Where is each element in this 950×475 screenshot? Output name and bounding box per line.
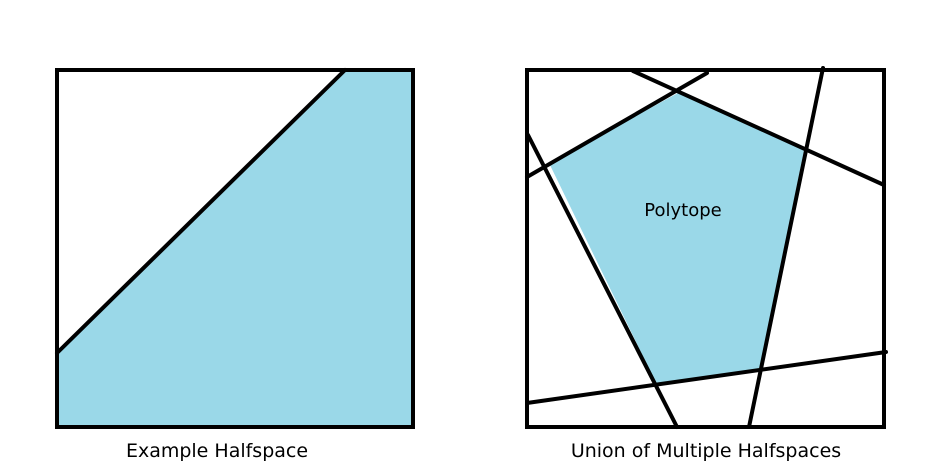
polytope-panel: [525, 66, 888, 429]
polytope-label: Polytope: [644, 200, 722, 221]
polytope-caption: Union of Multiple Halfspaces: [570, 440, 842, 462]
boundary-line-3: [526, 133, 679, 429]
boundary-line-4: [747, 66, 825, 429]
polytope-region: [549, 93, 804, 383]
halfspace-frame: [55, 68, 415, 429]
halfspace-boundary-line: [55, 68, 347, 355]
halfspace-panel: [55, 68, 415, 429]
halfspace-region: [57, 70, 413, 427]
boundary-line-5: [525, 350, 888, 405]
halfspace-caption: Example Halfspace: [125, 440, 309, 462]
polytope-frame: [525, 68, 886, 429]
boundary-line-2: [525, 71, 709, 179]
